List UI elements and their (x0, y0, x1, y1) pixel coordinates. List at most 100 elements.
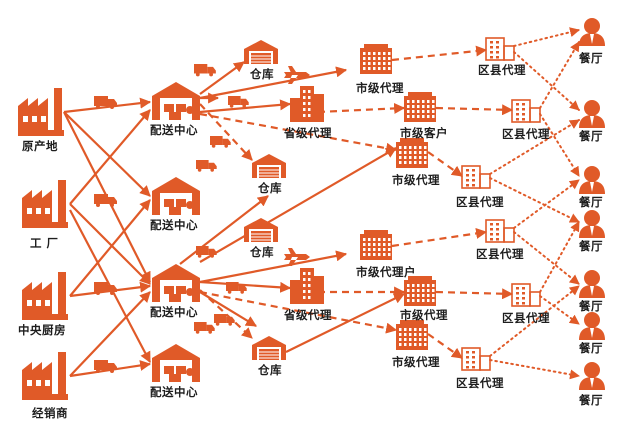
truck-icon (228, 96, 249, 108)
warehouse-label: 仓库 (250, 67, 274, 81)
restaurant-1 (579, 18, 605, 46)
restaurant-label: 餐厅 (579, 129, 603, 143)
source-factory (20, 180, 72, 228)
factory-icon (22, 180, 68, 228)
warehouse-label: 仓库 (258, 181, 282, 195)
county-agent-6 (462, 348, 490, 370)
source-label: 经销商 (32, 406, 68, 420)
truck-icon (94, 360, 117, 373)
person-icon (579, 166, 605, 194)
person-icon (579, 210, 605, 238)
county-agent-label: 区县代理 (478, 63, 526, 77)
dashed-flow-arrow (435, 288, 514, 300)
county-building-icon (485, 37, 515, 61)
truck-icon (94, 194, 117, 207)
flow-arrow (179, 195, 269, 265)
warehouse-3 (244, 218, 278, 242)
distribution-center-3 (150, 264, 202, 304)
dotted-flow-arrow (513, 231, 580, 285)
factory-icon (18, 88, 64, 136)
truck-icon (94, 96, 117, 109)
flow-arrow (199, 250, 348, 284)
truck-icon (226, 282, 247, 294)
county-agent-label: 区县代理 (502, 127, 550, 141)
county-agent-4 (486, 220, 514, 242)
dotted-flow-arrow (489, 177, 580, 223)
flow-arrow (199, 147, 397, 263)
distribution-center-icon (152, 82, 200, 120)
airplane-icon (284, 66, 310, 84)
provincial-agent-1 (290, 86, 324, 122)
truck-icon (214, 314, 235, 326)
truck-icon (196, 246, 217, 258)
person-icon (579, 312, 605, 340)
city-agent-label: 市级代理 (392, 355, 440, 369)
person-icon (579, 100, 605, 128)
source-distributor (20, 352, 72, 400)
restaurant-6 (579, 312, 605, 340)
county-building-icon (485, 219, 515, 243)
source-central-kitchen (20, 272, 72, 320)
city-agent-2 (396, 138, 428, 168)
county-agent-label: 区县代理 (502, 311, 550, 325)
flow-arrow (69, 199, 151, 297)
dotted-flow-arrow (539, 41, 580, 109)
city-agent-3 (360, 230, 392, 262)
city-agent-label: 市级代理 (400, 308, 448, 322)
dashed-flow-arrow (199, 112, 398, 154)
factory-icon (22, 352, 68, 400)
city-building-icon (360, 44, 392, 74)
flow-arrow (199, 66, 348, 100)
dashed-flow-arrow (427, 151, 463, 177)
city-building-icon (404, 276, 436, 306)
city-customer-label: 市级客户 (400, 126, 448, 140)
flow-arrow (63, 111, 151, 197)
provincial-building-icon (290, 268, 324, 304)
county-building-icon (511, 99, 541, 123)
restaurant-label: 餐厅 (579, 51, 603, 65)
city-building-icon (396, 320, 428, 350)
source-origin (14, 88, 66, 136)
warehouse-icon (244, 40, 278, 64)
county-building-icon (511, 283, 541, 307)
warehouse-label: 仓库 (258, 363, 282, 377)
county-building-icon (461, 347, 491, 371)
restaurant-5 (579, 270, 605, 298)
county-agent-1 (486, 38, 514, 60)
distribution-center-2 (150, 177, 202, 217)
distribution-center-icon (152, 264, 200, 302)
dashed-flow-arrow (317, 102, 406, 114)
city-building-icon (360, 230, 392, 260)
flow-arrow (63, 97, 152, 114)
person-icon (579, 270, 605, 298)
distribution-center-label: 配送中心 (150, 305, 198, 319)
warehouse-icon (252, 154, 286, 178)
flow-arrow (285, 293, 405, 353)
city-agent-5 (396, 320, 428, 350)
distribution-center-label: 配送中心 (150, 385, 198, 399)
city-customer (404, 92, 436, 122)
dotted-flow-arrow (513, 27, 580, 47)
county-agent-5 (512, 284, 540, 306)
restaurant-4 (579, 210, 605, 238)
dotted-flow-arrow (513, 179, 580, 229)
dashed-flow-arrow (199, 103, 253, 161)
airplane-icon (284, 248, 310, 266)
flow-arrow (69, 109, 151, 205)
city-agent-1 (360, 44, 392, 76)
dashed-flow-arrow (391, 45, 488, 62)
flow-arrow (69, 291, 151, 377)
provincial-agent-label: 省级代理 (284, 126, 332, 140)
warehouse-label: 仓库 (250, 245, 274, 259)
dotted-flow-arrow (539, 295, 580, 325)
dotted-flow-arrow (539, 221, 580, 293)
warehouse-4 (252, 336, 286, 360)
provincial-building-icon (290, 86, 324, 122)
dashed-flow-arrow (427, 333, 463, 359)
distribution-center-icon (152, 177, 200, 215)
dashed-flow-arrow (199, 290, 398, 334)
restaurant-3 (579, 166, 605, 194)
county-agent-label: 区县代理 (456, 376, 504, 390)
